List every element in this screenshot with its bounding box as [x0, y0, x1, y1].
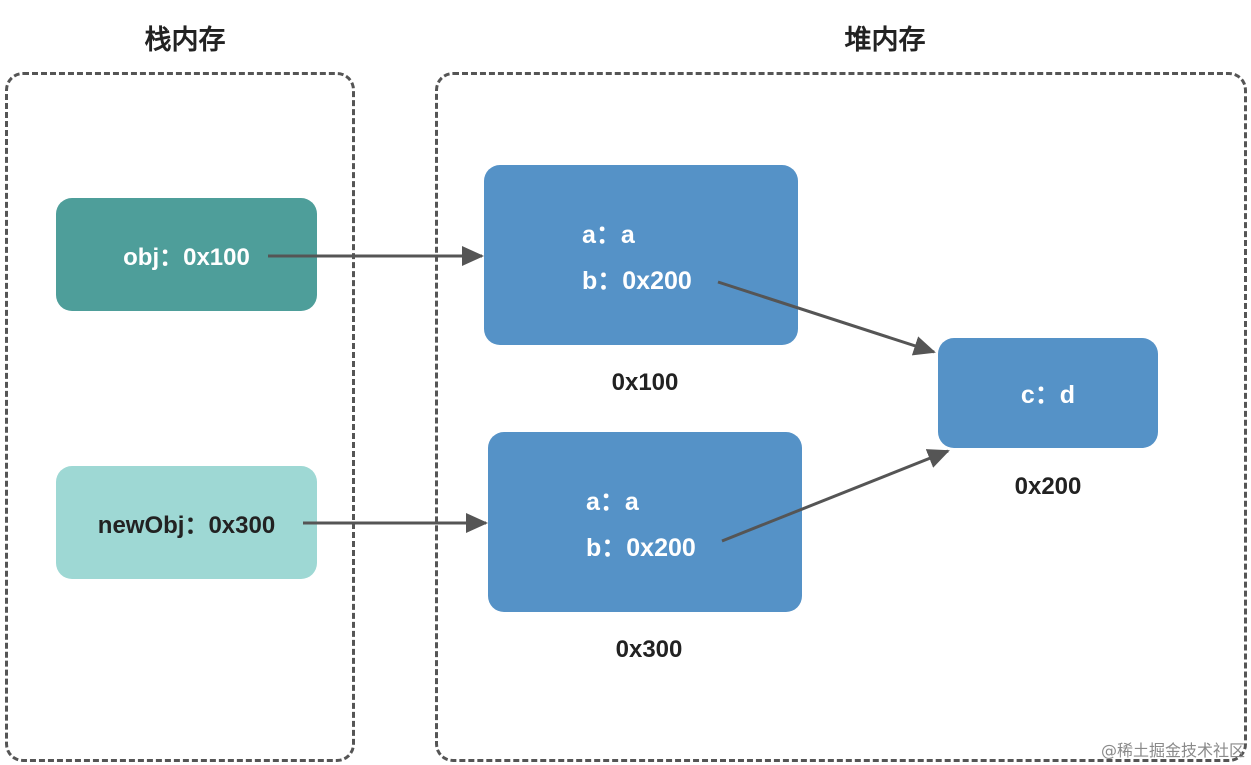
heap-address-0x300: 0x300: [615, 636, 683, 663]
stack-item-obj-label: obj：0x100: [123, 244, 250, 271]
heap-object-0x300: a：a b：0x200: [488, 432, 802, 612]
watermark: @稀土掘金技术社区: [1100, 741, 1245, 760]
heap-address-0x100: 0x100: [611, 369, 679, 396]
heap-address-0x200: 0x200: [1014, 473, 1082, 500]
heap-object-0x100: a：a b：0x200: [484, 165, 798, 345]
stack-item-obj: obj：0x100: [56, 198, 317, 311]
heap-memory-title: 堆内存: [844, 25, 926, 55]
heap-memory-region: [435, 72, 1247, 762]
stack-item-newobj: newObj：0x300: [56, 466, 317, 579]
heap-object-0x100-field-a: a：a: [582, 221, 635, 249]
stack-item-newobj-label: newObj：0x300: [97, 512, 276, 539]
heap-object-0x200: c：d: [938, 338, 1158, 448]
heap-object-0x300-field-b: b：0x200: [586, 534, 696, 562]
stack-memory-title: 栈内存: [144, 25, 226, 55]
heap-object-0x300-field-a: a：a: [586, 488, 639, 516]
heap-object-0x100-field-b: b：0x200: [582, 267, 692, 295]
stack-memory-region: [5, 72, 355, 762]
heap-object-0x200-field-c: c：d: [1020, 381, 1076, 409]
